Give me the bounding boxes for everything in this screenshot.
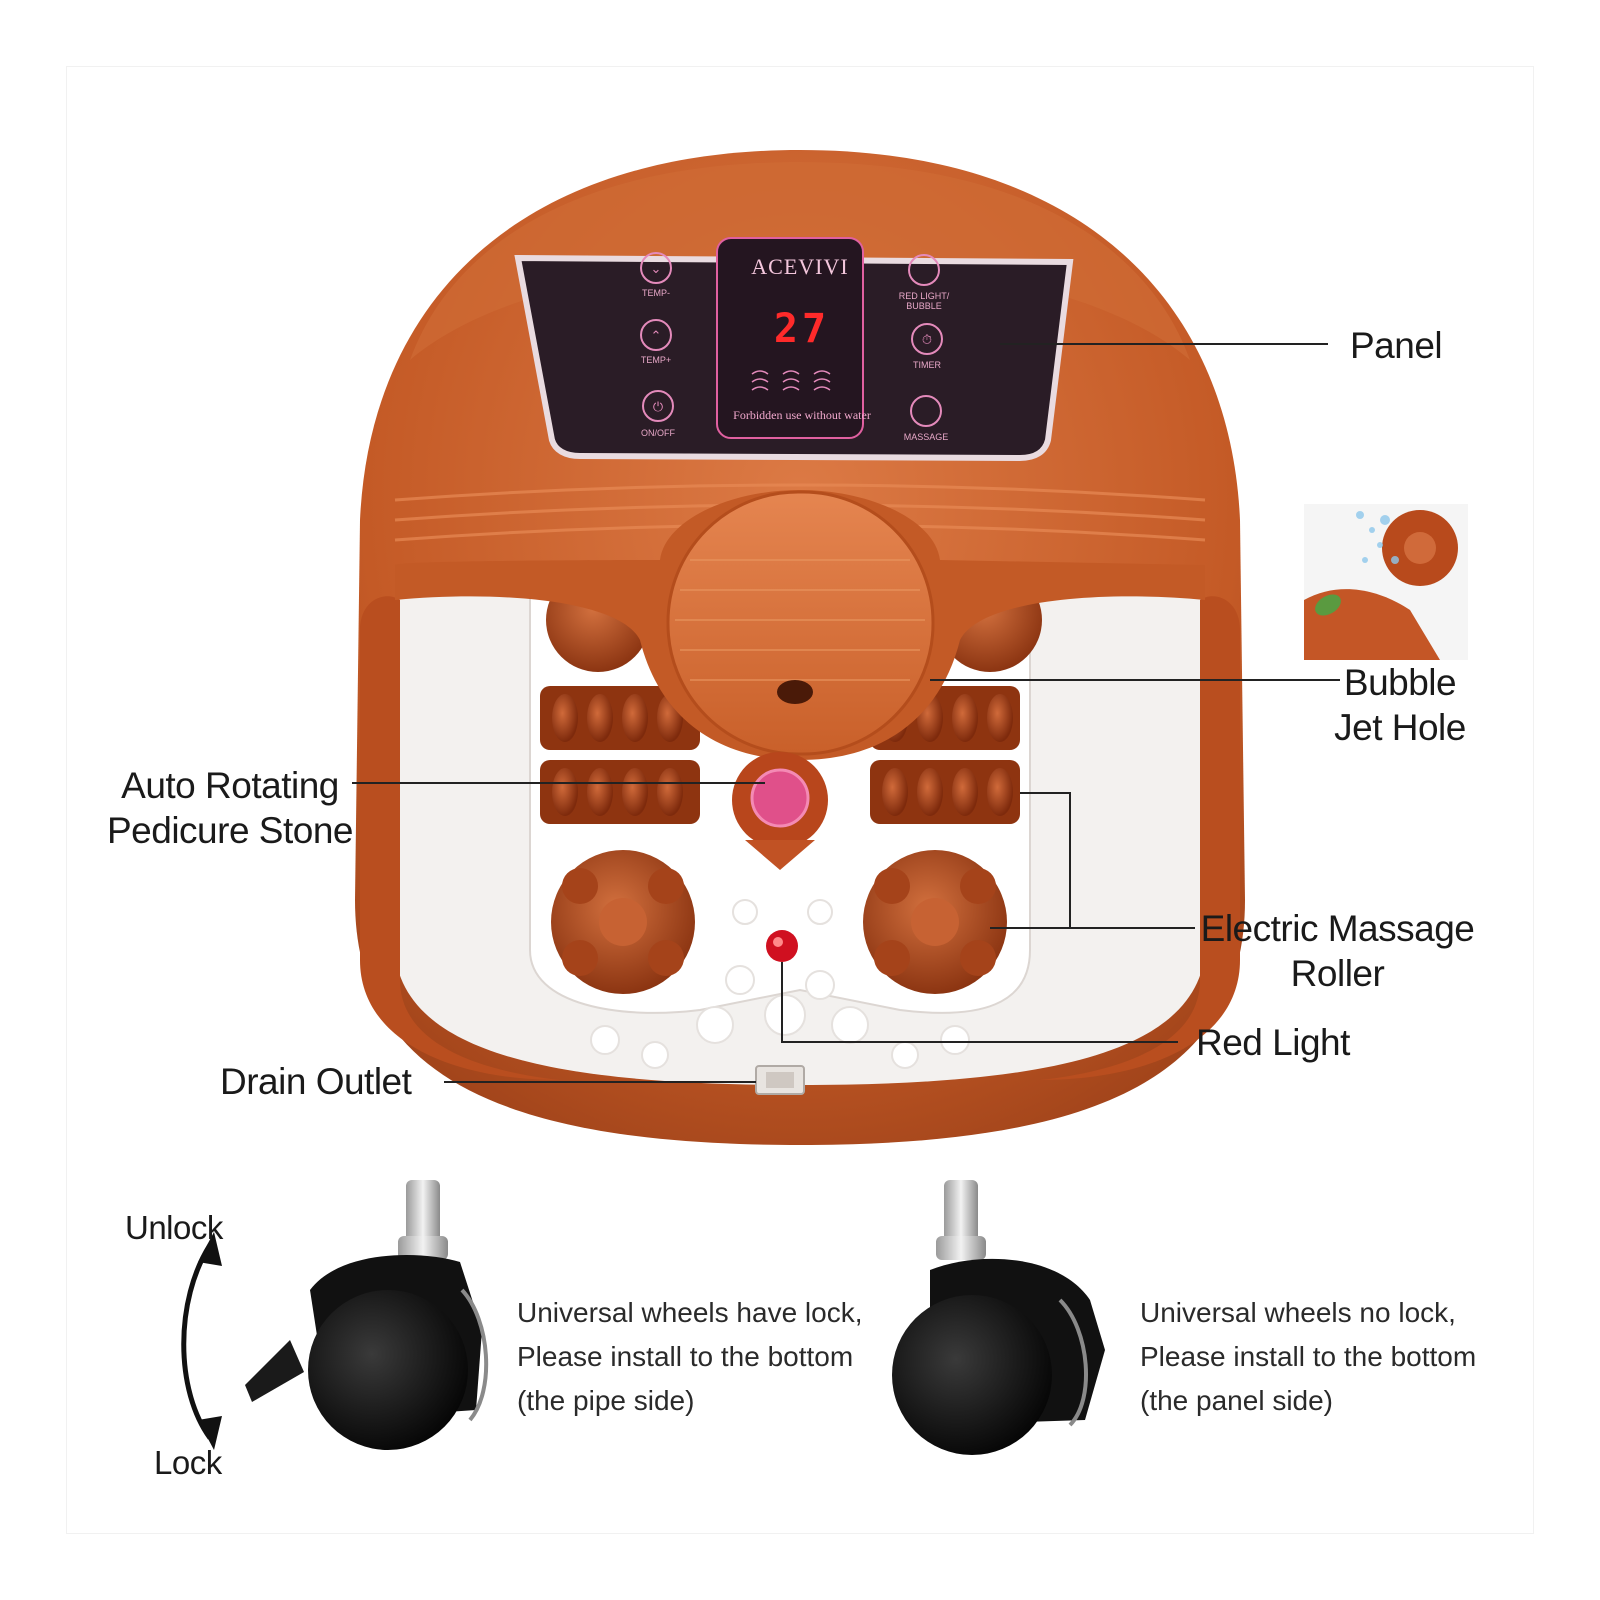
- temp-up-label: TEMP+: [640, 355, 672, 365]
- label-drain-outlet: Drain Outlet: [220, 1061, 412, 1102]
- warning-text: Forbidden use without water: [733, 408, 871, 422]
- label-bubble-line2: Jet Hole: [1334, 707, 1466, 748]
- label-unlock: Unlock: [125, 1209, 223, 1246]
- massage-label: MASSAGE: [903, 432, 949, 442]
- temp-down-button: [640, 252, 672, 284]
- red-light: [766, 930, 798, 962]
- callout-lines: [352, 343, 1340, 1083]
- locking-wheel-icon: [245, 1180, 489, 1450]
- plain-wheel-note-line2: Please install to the bottom: [1140, 1341, 1477, 1372]
- svg-text:⌃: ⌃: [651, 329, 662, 344]
- red-light-bubble-button: [908, 254, 940, 286]
- label-stone-line1: Auto Rotating: [121, 765, 339, 806]
- label-red-light: Red Light: [1196, 1022, 1350, 1063]
- electric-massage-rollers: [540, 686, 1020, 824]
- locking-wheel-note-line1: Universal wheels have lock,: [517, 1297, 863, 1328]
- plain-wheel-icon: [892, 1180, 1105, 1455]
- locking-wheel-note-line2: Please install to the bottom: [517, 1341, 854, 1372]
- label-lock: Lock: [154, 1444, 222, 1481]
- plain-wheel-note-line3: (the panel side): [1140, 1385, 1334, 1416]
- label-roller-line2: Roller: [1290, 953, 1385, 994]
- massage-button: [910, 395, 942, 427]
- red-light-bubble-label: RED LIGHT/ BUBBLE: [898, 291, 950, 311]
- locking-wheel-note-line3: (the pipe side): [517, 1385, 695, 1416]
- temperature-display: 27: [773, 306, 831, 352]
- power-button: [642, 390, 674, 422]
- timer-button: [911, 323, 943, 355]
- svg-text:⏻: ⏻: [653, 400, 663, 415]
- brand-logo-text: ACEVIVI: [751, 254, 849, 279]
- bubble-jet-inset: [1304, 504, 1468, 660]
- label-stone-line2: Pedicure Stone: [106, 810, 354, 851]
- temp-up-button: [640, 319, 672, 351]
- label-panel: Panel: [1350, 325, 1443, 366]
- svg-text:⌄: ⌄: [651, 262, 662, 277]
- lock-unlock-arrow-icon: [181, 1243, 213, 1440]
- svg-text:⏱: ⏱: [922, 333, 932, 348]
- timer-label: TIMER: [913, 360, 941, 370]
- plain-wheel-note-line1: Universal wheels no lock,: [1140, 1297, 1456, 1328]
- pedicure-stone: [752, 770, 808, 826]
- image-frame: [66, 66, 1534, 1534]
- temp-down-label: TEMP-: [642, 288, 670, 298]
- label-bubble-line1: Bubble: [1343, 662, 1457, 703]
- bubble-jet-hole: [777, 680, 813, 704]
- on-off-label: ON/OFF: [641, 428, 675, 438]
- label-roller-line1: Electric Massage: [1200, 908, 1475, 949]
